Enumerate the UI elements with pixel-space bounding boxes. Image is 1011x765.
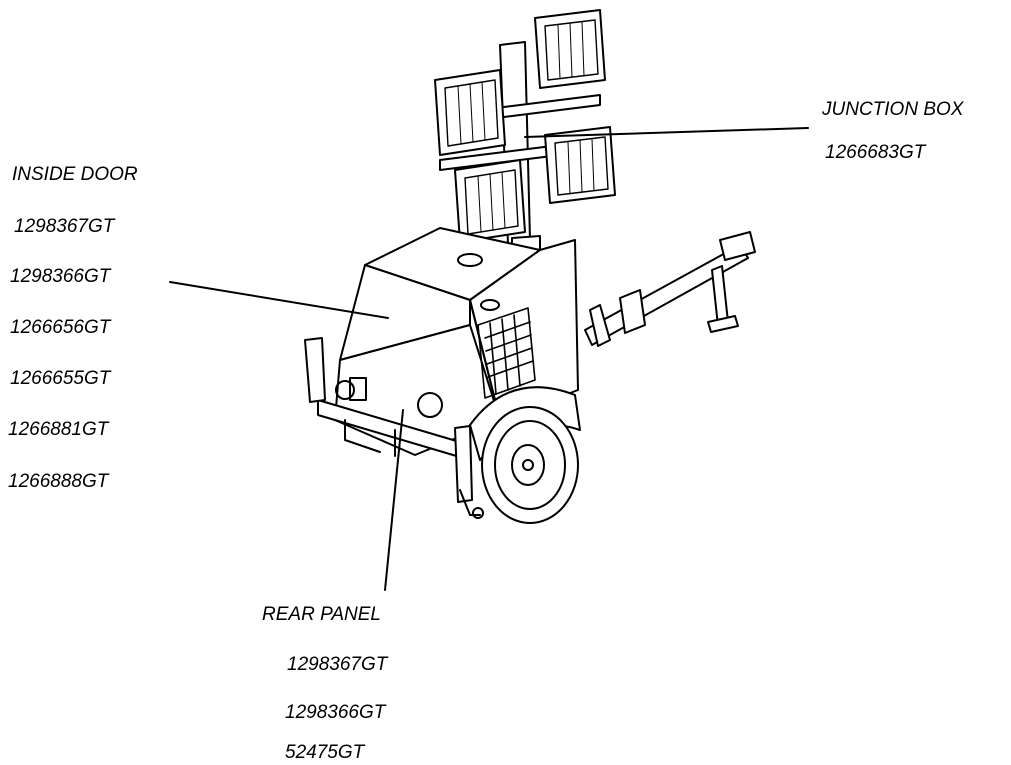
rear-panel-title: REAR PANEL [262, 604, 381, 625]
junction-box-title: JUNCTION BOX [822, 99, 964, 120]
trailer-frame [304, 337, 484, 519]
inside-door-part: 1266888GT [8, 471, 109, 492]
lamp-top-right [534, 9, 606, 89]
inside-door-part: 1298366GT [10, 266, 111, 287]
lamp-bottom-right [544, 126, 616, 204]
inside-door-title: INSIDE DOOR [12, 164, 138, 185]
leader-line-rear-panel [384, 409, 404, 591]
lamp-top-left [434, 69, 506, 156]
lamp-bottom-left [454, 159, 526, 243]
rear-panel-part: 1298367GT [287, 654, 388, 675]
leader-line-junction-box [524, 127, 809, 138]
inside-door-part: 1266655GT [10, 368, 111, 389]
inside-door-part: 1298367GT [14, 216, 115, 237]
rear-panel-part: 52475GT [285, 742, 365, 763]
junction-box-part: 1266683GT [825, 142, 926, 163]
vent-grille [477, 307, 536, 399]
inside-door-part: 1266881GT [8, 419, 109, 440]
inside-door-part: 1266656GT [10, 317, 111, 338]
tow-tongue [584, 231, 756, 347]
rear-panel-part: 1298366GT [285, 702, 386, 723]
leader-line-inside-door [169, 281, 389, 319]
trailer-wheel [469, 386, 581, 524]
